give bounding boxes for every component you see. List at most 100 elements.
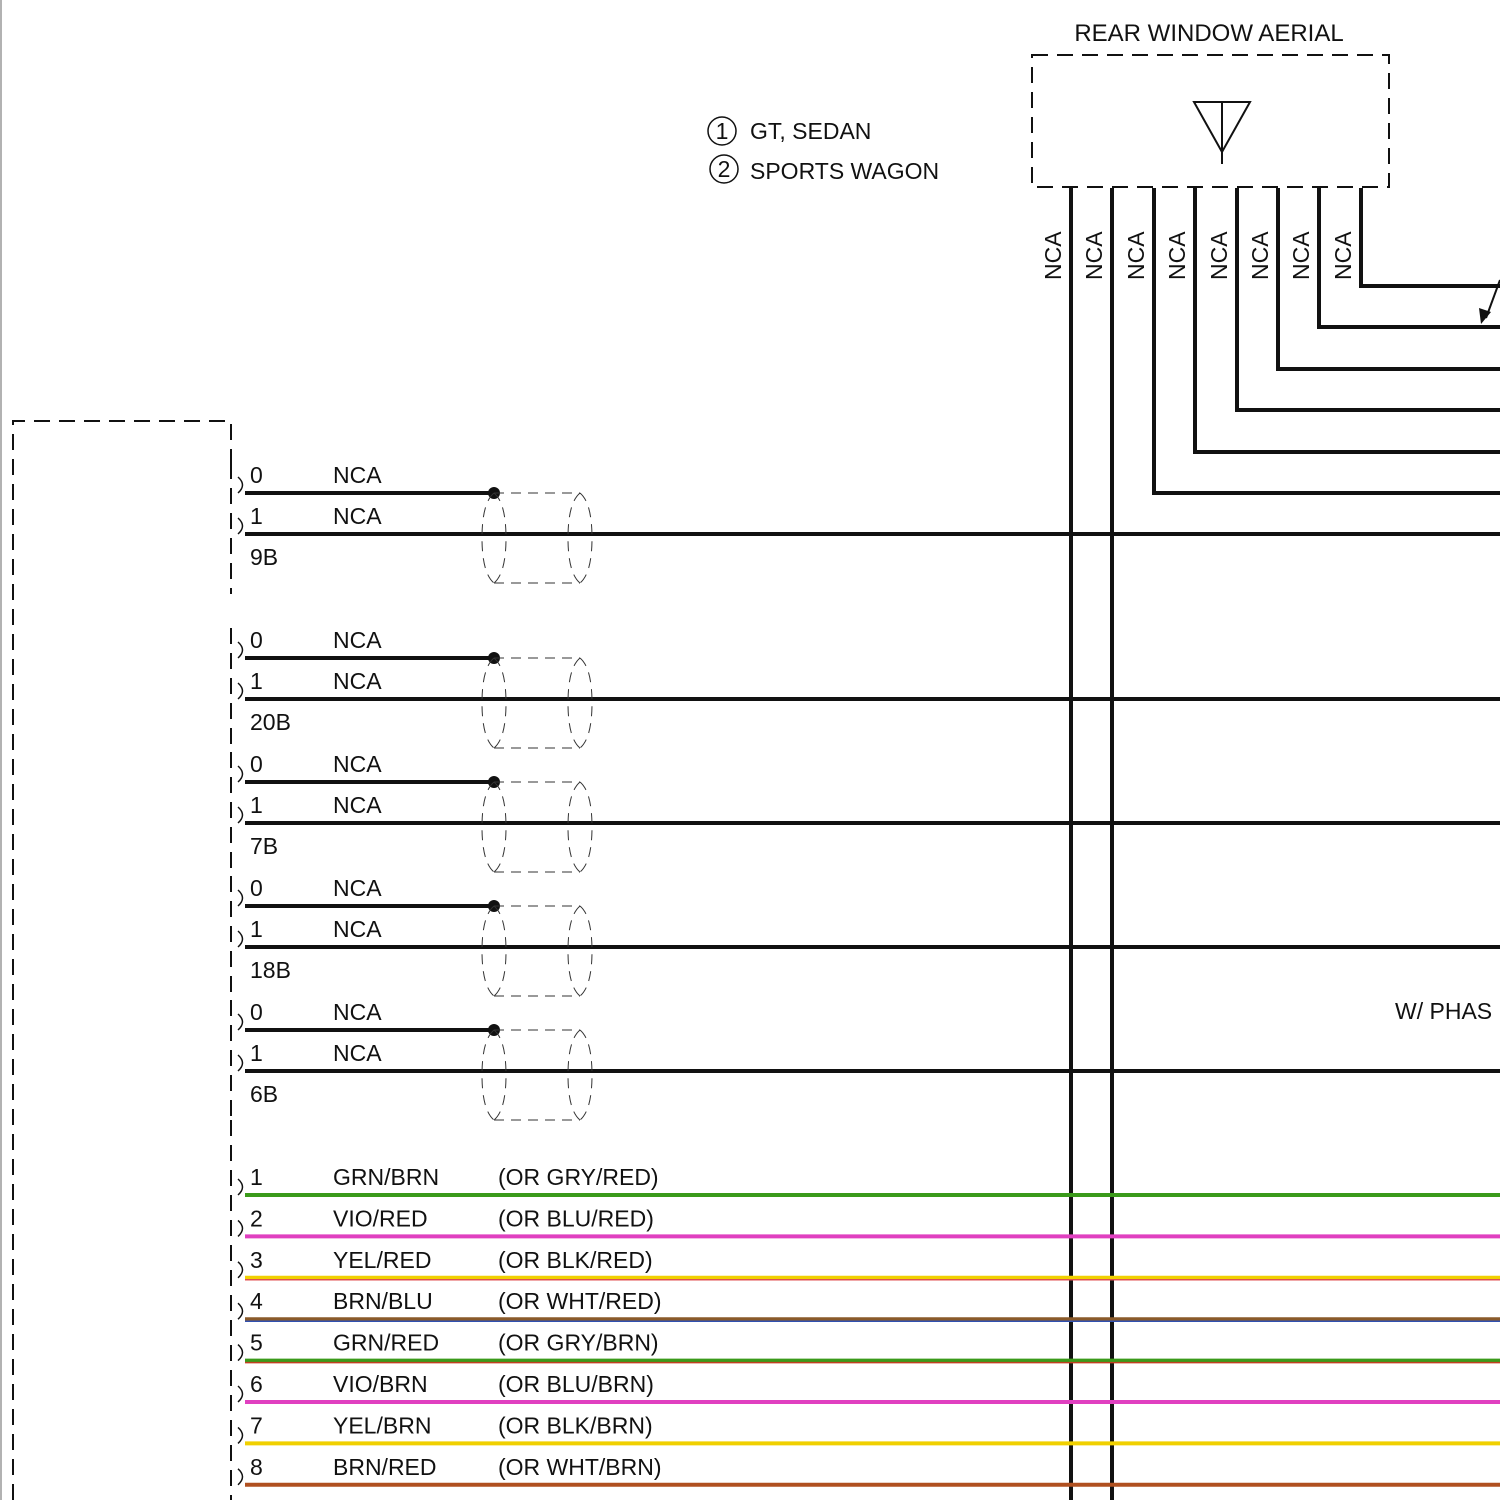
rear-window-aerial: REAR WINDOW AERIAL — [1032, 20, 1389, 187]
connector-pin-icon — [238, 1262, 243, 1278]
speaker-wire: 5 GRN/RED (OR GRY/BRN) — [238, 1330, 1500, 1363]
wire-color-label: GRN/BRN — [333, 1164, 439, 1190]
connector-pin-icon — [238, 1469, 243, 1485]
wire-alt-color-label: (OR BLU/RED) — [498, 1205, 654, 1231]
pin-label: 1 — [250, 792, 263, 818]
cut-label: W/ PHAS — [1395, 998, 1492, 1024]
speaker-wire: 7 YEL/BRN (OR BLK/BRN) — [238, 1412, 1500, 1443]
connector-pin-icon — [238, 1345, 243, 1361]
connector-pin-icon — [238, 1055, 243, 1071]
aerial-title: REAR WINDOW AERIAL — [1074, 20, 1343, 47]
shield-icon — [482, 782, 592, 872]
wire-color-label: NCA — [333, 627, 382, 653]
wire-color-label: YEL/RED — [333, 1247, 431, 1273]
aerial-lead-labels: NCA NCA NCA NCA NCA NCA NCA NCA — [1040, 231, 1356, 280]
speaker-wire: 1 GRN/BRN (OR GRY/RED) — [238, 1164, 1500, 1195]
wire-color-label: NCA — [333, 503, 382, 529]
connector-pin-icon — [238, 477, 243, 493]
connector-label: 7B — [250, 833, 278, 859]
wire-color-label: NCA — [333, 792, 382, 818]
connector-label: 9B — [250, 544, 278, 570]
pin-label: 3 — [250, 1247, 263, 1273]
legend: 1 GT, SEDAN 2 SPORTS WAGON — [708, 117, 939, 184]
pin-label: 5 — [250, 1330, 263, 1356]
shield-icon — [482, 493, 592, 583]
wire-color-label: YEL/BRN — [333, 1412, 431, 1438]
connector-pin-icon — [238, 766, 243, 782]
pin-label: 1 — [250, 1040, 263, 1066]
connector-pin-icon — [238, 1386, 243, 1402]
wire-color-label: VIO/RED — [333, 1205, 428, 1231]
head-unit — [13, 421, 231, 1500]
speaker-wires: 1 GRN/BRN (OR GRY/RED) 2 VIO/RED (OR BLU/RED)… — [231, 1120, 1500, 1500]
wire-alt-color-label: (OR WHT/RED) — [498, 1288, 662, 1314]
connector-pin-icon — [238, 1427, 243, 1443]
wire-color-label: BRN/BLU — [333, 1288, 433, 1314]
pin-label: 0 — [250, 875, 263, 901]
wire-alt-color-label: (OR BLK/BRN) — [498, 1412, 653, 1438]
connector-pin-icon — [238, 931, 243, 947]
aerial-lead-label: NCA — [1330, 231, 1356, 280]
connector-pin-icon — [238, 1220, 243, 1236]
legend-text: SPORTS WAGON — [750, 158, 939, 184]
connector-pin-icon — [238, 1014, 243, 1030]
connector-label: 18B — [250, 957, 291, 983]
connector-pin-icon — [238, 890, 243, 906]
wire-color-label: GRN/RED — [333, 1330, 439, 1356]
wire-color-label: NCA — [333, 875, 382, 901]
shield-icon — [482, 1030, 592, 1120]
wire-alt-color-label: (OR BLU/BRN) — [498, 1371, 654, 1397]
aerial-lead-label: NCA — [1081, 231, 1107, 280]
connector-pin-icon — [238, 807, 243, 823]
wire-color-label: NCA — [333, 999, 382, 1025]
aerial-lead-label: NCA — [1247, 231, 1273, 280]
aerial-lead-label: NCA — [1164, 231, 1190, 280]
speaker-wire: 3 YEL/RED (OR BLK/RED) — [238, 1247, 1500, 1280]
wire-color-label: NCA — [333, 751, 382, 777]
legend-marker: 1 — [716, 118, 729, 144]
pin-label: 8 — [250, 1454, 263, 1480]
wire-alt-color-label: (OR GRY/BRN) — [498, 1330, 659, 1356]
connector-pin-icon — [238, 683, 243, 699]
aerial-lead-label: NCA — [1288, 231, 1314, 280]
pin-label: 0 — [250, 627, 263, 653]
pin-label: 2 — [250, 1205, 263, 1231]
wire-color-label: NCA — [333, 916, 382, 942]
connector-pin-icon — [238, 518, 243, 534]
aerial-lead — [1361, 188, 1500, 286]
pin-label: 1 — [250, 503, 263, 529]
pin-label: 1 — [250, 668, 263, 694]
connector-pin-icon — [238, 1303, 243, 1319]
wire-color-label: NCA — [333, 668, 382, 694]
aerial-lead-label: NCA — [1040, 231, 1066, 280]
aerial-leads — [1071, 188, 1500, 1500]
pin-label: 7 — [250, 1412, 263, 1438]
connector-label: 20B — [250, 709, 291, 735]
pin-label: 0 — [250, 462, 263, 488]
speaker-wire: 2 VIO/RED (OR BLU/RED) — [238, 1205, 1500, 1236]
pin-label: 0 — [250, 751, 263, 777]
wire-alt-color-label: (OR GRY/RED) — [498, 1164, 659, 1190]
aerial-lead-label: NCA — [1123, 231, 1149, 280]
wire-color-label: NCA — [333, 1040, 382, 1066]
connector-pin-icon — [238, 642, 243, 658]
shield-icon — [482, 658, 592, 748]
wire-alt-color-label: (OR BLK/RED) — [498, 1247, 653, 1273]
wire-color-label: VIO/BRN — [333, 1371, 428, 1397]
shield-icon — [482, 906, 592, 996]
wire-alt-color-label: (OR WHT/BRN) — [498, 1454, 662, 1480]
speaker-wire-group: 1 GRN/BRN (OR GRY/RED) 2 VIO/RED (OR BLU/RED)… — [231, 1120, 1500, 1500]
legend-marker: 2 — [718, 156, 731, 182]
pin-label: 0 — [250, 999, 263, 1025]
pin-label: 1 — [250, 1164, 263, 1190]
wire-color-label: NCA — [333, 462, 382, 488]
aerial-box — [1032, 55, 1389, 187]
